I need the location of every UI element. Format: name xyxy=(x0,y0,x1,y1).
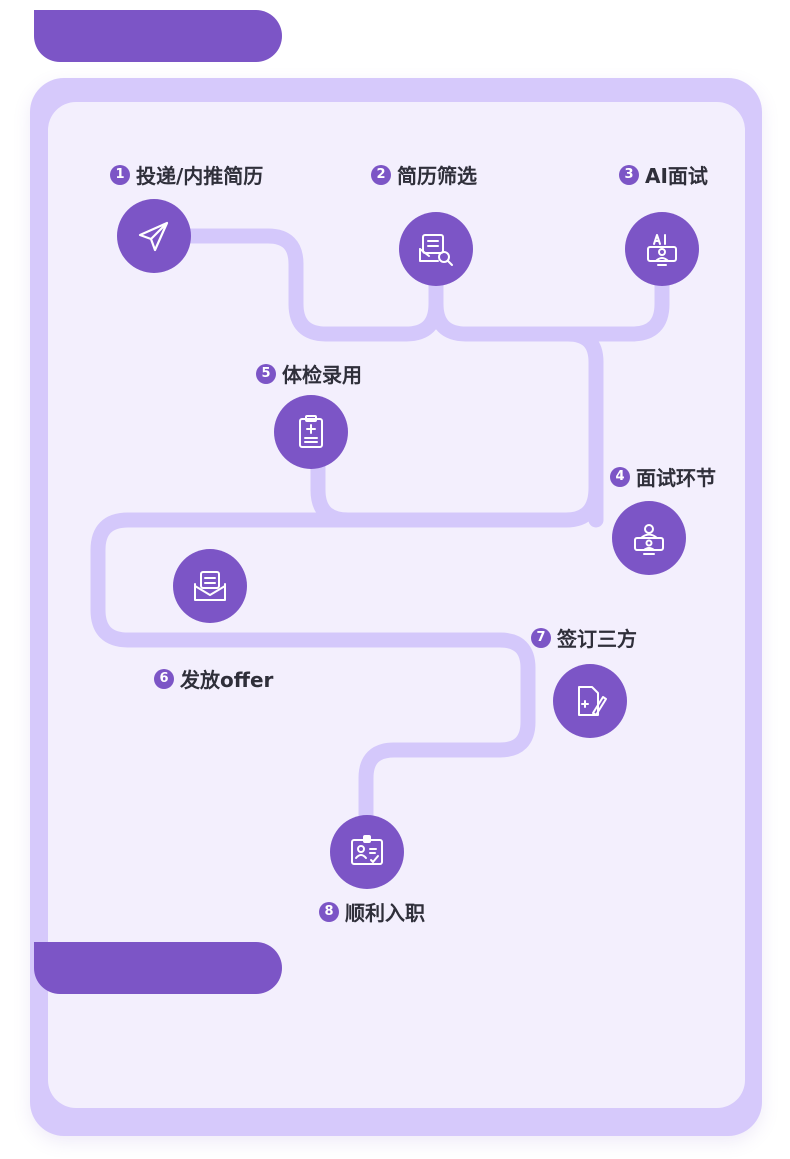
paper-plane-icon xyxy=(117,199,191,273)
employee-badge-icon xyxy=(330,815,404,889)
step-6-text: 发放offer xyxy=(180,668,274,692)
step-5-number: 5 xyxy=(256,363,276,384)
flow-path-line xyxy=(90,228,670,860)
step-7-label: 7 签订三方 xyxy=(531,623,637,652)
step-6-number: 6 xyxy=(154,668,174,689)
step-8-label: 8 顺利入职 xyxy=(319,897,425,926)
step-1-number: 1 xyxy=(110,164,130,185)
contract-sign-icon xyxy=(553,664,627,738)
step-5-text: 体检录用 xyxy=(282,363,362,387)
step-4-text: 面试环节 xyxy=(636,466,716,490)
step-3-label: 3 AI面试 xyxy=(619,160,708,189)
step-7-text: 签订三方 xyxy=(557,627,637,651)
step-4-number: 4 xyxy=(610,466,630,487)
step-1-label: 1 投递/内推简历 xyxy=(110,160,263,189)
step-5-label: 5 体检录用 xyxy=(256,359,362,388)
step-2-text: 简历筛选 xyxy=(397,164,477,188)
step-4-label: 4 面试环节 xyxy=(610,462,716,491)
medical-clipboard-icon xyxy=(274,395,348,469)
step-8-number: 8 xyxy=(319,901,339,922)
step-8-text: 顺利入职 xyxy=(345,901,425,925)
resume-search-icon xyxy=(399,212,473,286)
bottom-tab-decoration xyxy=(34,942,282,994)
step-3-text: AI面试 xyxy=(645,164,708,188)
video-interview-icon xyxy=(612,501,686,575)
step-7-number: 7 xyxy=(531,627,551,648)
ai-interview-icon xyxy=(625,212,699,286)
offer-envelope-icon xyxy=(173,549,247,623)
step-1-text: 投递/内推简历 xyxy=(136,164,264,188)
step-2-number: 2 xyxy=(371,164,391,185)
top-tab-decoration xyxy=(34,10,282,62)
step-6-label: 6 发放offer xyxy=(154,664,273,693)
step-2-label: 2 简历筛选 xyxy=(371,160,477,189)
step-3-number: 3 xyxy=(619,164,639,185)
